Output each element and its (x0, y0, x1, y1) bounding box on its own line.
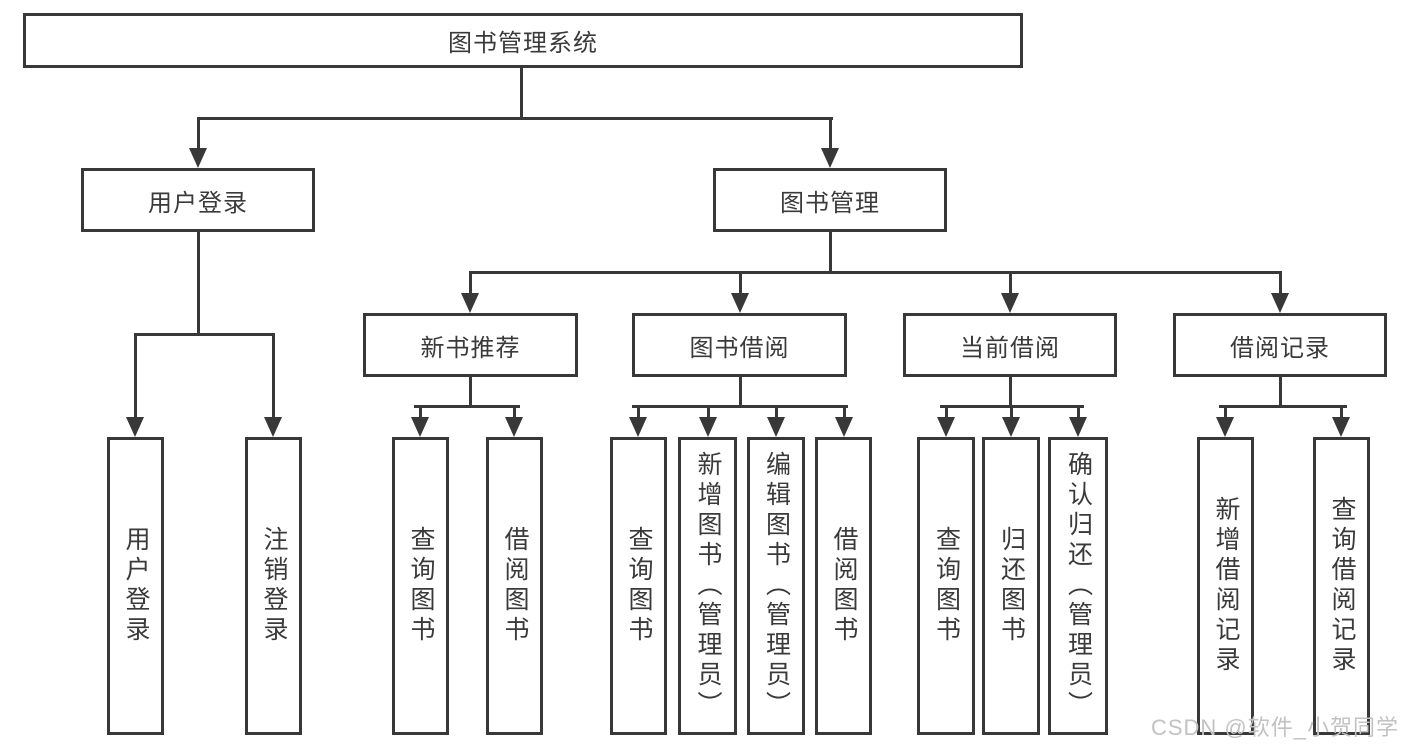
leaf-logout: 注销登录 (245, 437, 302, 735)
leaf-edit-books-admin: 编辑图书（管理员） (747, 437, 805, 735)
leaf-query-books-recommend: 查询图书 (392, 437, 449, 735)
connector-line (1009, 375, 1012, 408)
arrow-down (767, 417, 785, 437)
connector-line (134, 333, 137, 419)
connector-line (134, 333, 275, 336)
node-user-login: 用户登录 (81, 168, 315, 232)
arrow-down (1002, 417, 1020, 437)
connector-line (739, 375, 742, 408)
connector-line (1340, 405, 1343, 419)
connector-line (739, 271, 742, 295)
leaf-add-books-admin: 新增图书（管理员） (678, 437, 737, 735)
connector-line (469, 375, 472, 408)
arrow-down (1069, 417, 1087, 437)
leaf-borrow-books-recommend: 借阅图书 (486, 437, 543, 735)
connector-line (1077, 405, 1080, 419)
node-book-borrow: 图书借阅 (632, 313, 847, 377)
leaf-add-borrow-record: 新增借阅记录 (1197, 437, 1254, 735)
connector-line (843, 405, 846, 419)
arrow-down (731, 293, 749, 313)
connector-line (1279, 271, 1282, 295)
node-book-management: 图书管理 (713, 168, 947, 232)
connector-line (419, 405, 422, 419)
connector-line (197, 117, 200, 152)
leaf-query-books-borrow: 查询图书 (610, 437, 667, 735)
arrow-down (699, 417, 717, 437)
arrow-down (835, 417, 853, 437)
leaf-borrow-books: 借阅图书 (815, 437, 872, 735)
connector-line (707, 405, 710, 419)
arrow-down (1271, 293, 1289, 313)
leaf-query-books-current: 查询图书 (917, 437, 975, 735)
node-root: 图书管理系统 (23, 13, 1023, 68)
connector-line (1224, 405, 1227, 419)
arrow-down (1216, 417, 1234, 437)
connector-line (632, 405, 848, 408)
connector-line (469, 271, 472, 295)
arrow-down (505, 417, 523, 437)
node-new-book-recommend: 新书推荐 (363, 313, 578, 377)
leaf-query-borrow-record: 查询借阅记录 (1313, 437, 1370, 735)
connector-line (197, 117, 833, 120)
leaf-user-login: 用户登录 (107, 437, 164, 735)
connector-line (945, 405, 948, 419)
node-borrow-records: 借阅记录 (1173, 313, 1387, 377)
arrow-down (937, 417, 955, 437)
arrow-down (189, 148, 207, 168)
connector-line (272, 333, 275, 419)
connector-line (197, 230, 200, 336)
connector-line (469, 271, 1282, 274)
connector-line (1219, 405, 1347, 408)
arrow-down (1001, 293, 1019, 313)
arrow-down (1332, 417, 1350, 437)
connector-line (1009, 271, 1012, 295)
arrow-down (264, 417, 282, 437)
leaf-return-books: 归还图书 (982, 437, 1040, 735)
arrow-down (821, 148, 839, 168)
connector-line (520, 66, 523, 120)
connector-line (775, 405, 778, 419)
node-current-borrow: 当前借阅 (903, 313, 1117, 377)
connector-line (513, 405, 516, 419)
arrow-down (126, 417, 144, 437)
csdn-watermark: CSDN @软件_小贺同学 (1150, 715, 1399, 740)
connector-line (829, 117, 832, 152)
arrow-down (461, 293, 479, 313)
arrow-down (411, 417, 429, 437)
connector-line (1010, 405, 1013, 419)
connector-line (1279, 375, 1282, 408)
arrow-down (629, 417, 647, 437)
connector-line (637, 405, 640, 419)
leaf-confirm-return-admin: 确认归还（管理员） (1048, 437, 1108, 735)
connector-line (829, 230, 832, 274)
connector-line (414, 405, 520, 408)
